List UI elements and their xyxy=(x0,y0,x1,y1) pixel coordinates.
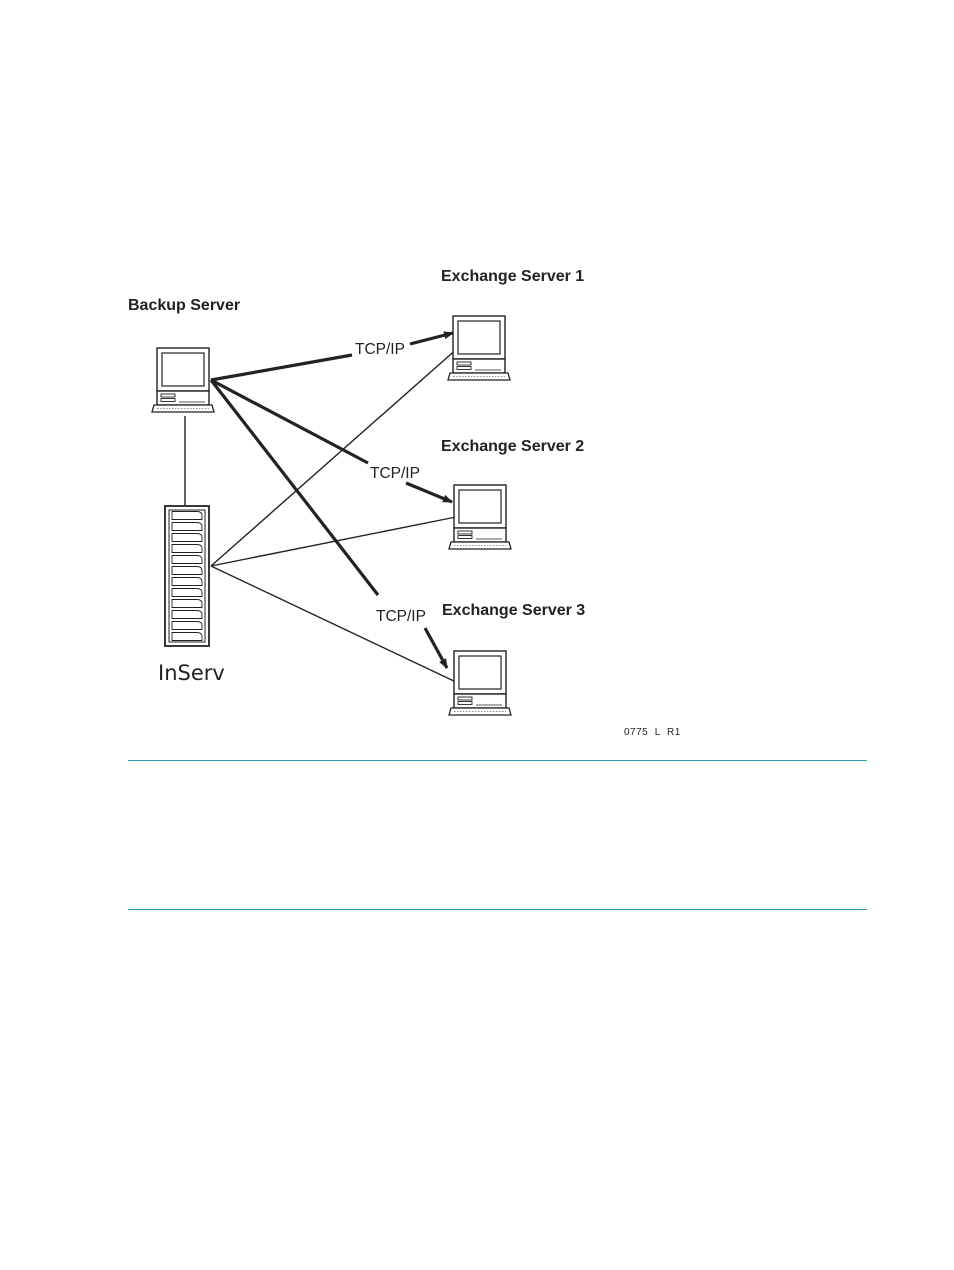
rack-drive-bay xyxy=(172,567,202,575)
exchange-server-3-computer-icon xyxy=(449,651,511,715)
rack-drive-bay xyxy=(172,633,202,641)
edge-inserv-to-exchange-1 xyxy=(211,347,459,566)
edge-backup-to-exchange-3 xyxy=(211,380,378,595)
edge-backup-to-exchange-2-arrow xyxy=(406,483,452,502)
rack-drive-bay xyxy=(172,611,202,619)
edge-inserv-to-exchange-2 xyxy=(211,517,456,566)
rack-drive-bay xyxy=(172,578,202,586)
rack-drive-bay xyxy=(172,545,202,553)
exchange-server-2-computer-icon xyxy=(449,485,511,549)
edge-backup-to-exchange-1-arrow xyxy=(410,333,453,344)
edge-backup-to-exchange-3-arrow xyxy=(425,628,447,668)
exchange-server-3-label: Exchange Server 3 xyxy=(442,602,585,619)
rack-drive-bay xyxy=(172,512,202,520)
rack-drive-bay xyxy=(172,622,202,630)
edge-label-tcpip-2: TCP/IP xyxy=(370,465,420,482)
inserv-label: InServ xyxy=(158,661,225,685)
edge-backup-to-exchange-1 xyxy=(211,355,352,380)
backup-server-label: Backup Server xyxy=(128,297,240,314)
edge-label-tcpip-1: TCP/IP xyxy=(355,341,405,358)
top-divider xyxy=(128,760,867,761)
edge-label-tcpip-3: TCP/IP xyxy=(376,608,426,625)
exchange-server-1-computer-icon xyxy=(448,316,510,380)
exchange-server-2-label: Exchange Server 2 xyxy=(441,438,584,455)
inserv-storage-rack-icon xyxy=(165,506,209,646)
rack-drive-bay xyxy=(172,534,202,542)
bottom-divider xyxy=(128,909,867,910)
rack-drive-bay xyxy=(172,600,202,608)
edge-backup-to-exchange-2 xyxy=(211,380,368,463)
rack-drive-bay xyxy=(172,589,202,597)
connections xyxy=(185,333,459,683)
figure-reference: 0775 L R1 xyxy=(624,727,681,738)
rack-drive-bay xyxy=(172,523,202,531)
exchange-server-1-label: Exchange Server 1 xyxy=(441,268,584,285)
rack-drive-bay xyxy=(172,556,202,564)
backup-server-computer-icon xyxy=(152,348,214,412)
